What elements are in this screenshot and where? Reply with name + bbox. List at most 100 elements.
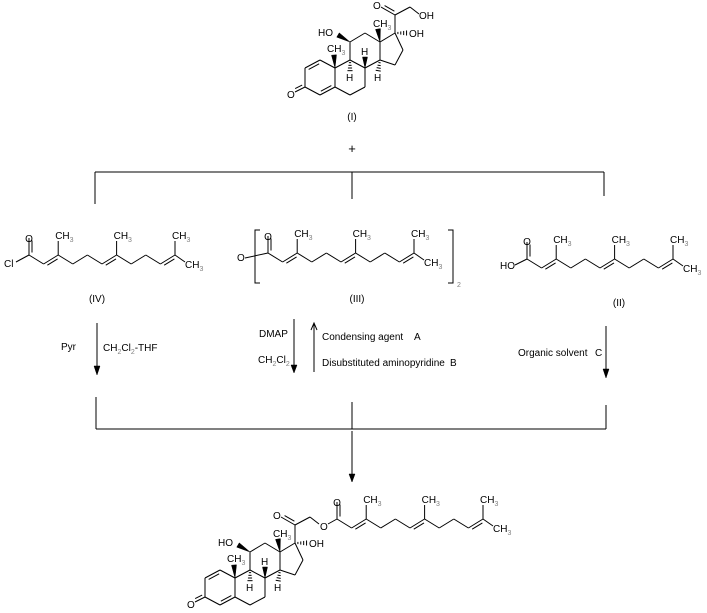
compound-III-label: (III)	[350, 294, 365, 305]
hydroxyl-C11-label: HO	[318, 28, 333, 39]
hashed-bond	[277, 574, 281, 577]
right-bracket	[448, 229, 454, 284]
methyl-label: CH3	[353, 229, 371, 242]
wedge-bond	[275, 538, 281, 553]
bond	[87, 254, 103, 265]
route-III-reagent-A-label: Condensing agent	[322, 332, 403, 343]
bond	[424, 518, 440, 529]
bond	[28, 254, 44, 265]
double-bond-line	[208, 573, 220, 580]
bond	[279, 569, 296, 576]
carbonyl-oxygen: O	[523, 237, 531, 248]
bond	[351, 518, 367, 529]
terminal-methyl-label: CH3	[493, 524, 511, 537]
bond	[541, 258, 557, 269]
hydroxyl-C11-label: HO	[218, 538, 233, 549]
double-bond-line	[308, 63, 320, 70]
wedge-bond	[362, 56, 368, 69]
hashed-bond	[376, 67, 381, 69]
terminal-methyl-label: CH3	[185, 260, 203, 273]
methyl-label: CH3	[612, 235, 630, 248]
bond	[296, 252, 313, 263]
bond	[72, 254, 88, 265]
bond	[43, 254, 59, 265]
bond	[643, 258, 659, 269]
route-III-reagent-A-tag: A	[414, 332, 421, 343]
bond	[204, 596, 221, 606]
double-bond-line	[344, 256, 356, 264]
bond	[116, 254, 132, 265]
bond	[628, 258, 645, 269]
double-bond-line	[284, 515, 295, 522]
bond	[379, 32, 396, 43]
bond	[399, 252, 415, 263]
bond	[267, 252, 283, 263]
bond	[614, 258, 630, 269]
methyl-C13-label: CH3	[273, 529, 291, 542]
double-bond-line	[47, 258, 58, 266]
double-bond-line	[545, 262, 556, 270]
bond	[482, 518, 494, 527]
carbonyl-C20-oxygen: O	[373, 1, 381, 12]
route-III-catalyst-label: DMAP	[259, 329, 288, 340]
bond	[204, 569, 221, 579]
compound-IV-label: (IV)	[89, 294, 105, 305]
wedge-bond	[336, 32, 351, 43]
bond	[379, 59, 396, 66]
bond	[294, 542, 304, 561]
double-bond-line	[286, 256, 297, 264]
bond	[409, 6, 420, 15]
double-bond-line	[194, 594, 203, 600]
double-bond-line	[105, 258, 117, 266]
double-bond-line	[603, 262, 615, 270]
split-bracket	[94, 171, 605, 204]
hydrogen-C9-label: H	[346, 73, 353, 84]
bond	[249, 542, 266, 553]
methyl-label: CH3	[114, 231, 132, 244]
bond	[319, 86, 336, 96]
bond	[145, 254, 161, 265]
route-IV-base-label: Pyr	[61, 342, 77, 353]
bond	[672, 258, 684, 267]
bond	[364, 59, 381, 69]
bond	[279, 542, 296, 553]
bond	[394, 32, 404, 51]
wedge-bond	[236, 542, 251, 553]
compound-II-label: (II)	[613, 298, 625, 309]
hydrogen-C14-label: H	[374, 73, 381, 84]
bond	[334, 59, 351, 69]
hashed-bond	[276, 577, 281, 579]
hydrogen-C14-label: H	[274, 583, 281, 594]
route-IV-solvent-label: CH2Cl2-THF	[103, 343, 158, 356]
bond	[294, 559, 304, 576]
route-III-up-arrow	[310, 321, 318, 372]
methyl-label: CH3	[294, 229, 312, 242]
bond	[326, 252, 342, 263]
double-bond-line	[471, 522, 483, 530]
route-II-arrow	[602, 326, 610, 379]
methyl-label: CH3	[172, 231, 190, 244]
bond	[468, 518, 484, 529]
ketone-oxygen: O	[287, 90, 295, 101]
bond	[309, 516, 320, 525]
compound-I-label: (I)	[347, 112, 356, 123]
double-bond-line	[661, 262, 673, 270]
bond	[349, 86, 366, 96]
hydrogen-C8-label: H	[361, 47, 368, 58]
double-bond-line	[384, 5, 395, 12]
double-bond-line	[294, 84, 303, 90]
bond	[234, 596, 251, 606]
bond	[264, 569, 281, 579]
left-bracket	[254, 229, 260, 284]
bond	[234, 569, 251, 579]
bond	[349, 32, 366, 43]
methyl-label: CH3	[553, 235, 571, 248]
double-bond-line	[355, 522, 366, 530]
bond	[264, 542, 281, 553]
bond	[369, 252, 386, 263]
